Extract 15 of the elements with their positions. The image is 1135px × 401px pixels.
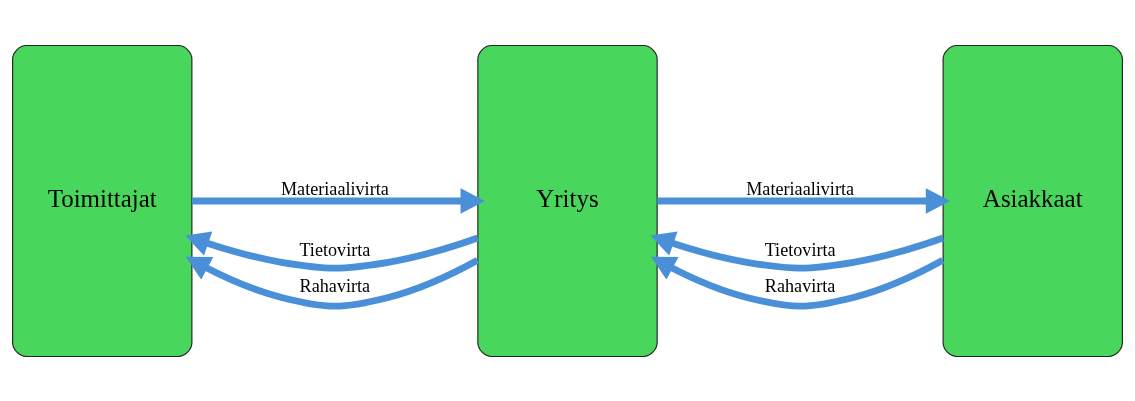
arrow bbox=[192, 187, 485, 214]
edge-label: Rahavirta bbox=[299, 275, 371, 296]
arrow bbox=[650, 230, 945, 272]
edge-label: Tietovirta bbox=[764, 239, 836, 260]
arrow bbox=[657, 187, 951, 214]
edge-label: Materiaalivirta bbox=[746, 178, 855, 199]
arrow bbox=[185, 256, 480, 310]
edge-label: Rahavirta bbox=[764, 275, 836, 296]
node-box: Asiakkaat bbox=[942, 44, 1123, 357]
edge-label: Tietovirta bbox=[299, 239, 371, 260]
edge-label: Materiaalivirta bbox=[280, 178, 389, 199]
node-box: Yritys bbox=[477, 44, 658, 357]
arrow bbox=[651, 256, 945, 310]
arrow bbox=[185, 230, 479, 272]
node-box: Toimittajat bbox=[12, 44, 193, 357]
